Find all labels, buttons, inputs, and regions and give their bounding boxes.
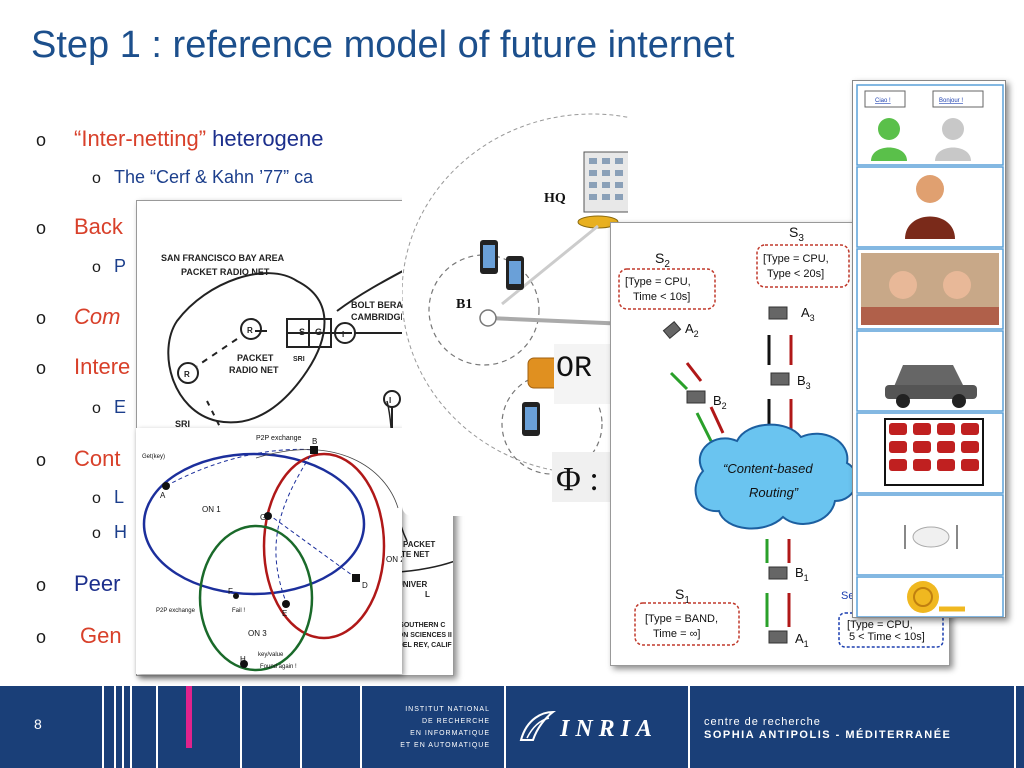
svg-text:Time = ∞]: Time = ∞] [653,628,700,640]
footer-bar [0,686,1024,768]
svg-text:S: S [299,327,305,337]
svg-text:B1: B1 [795,565,809,583]
svg-text:L: L [425,590,430,599]
svg-text:B1: B1 [456,297,472,312]
inria-wordmark: INRIA [560,716,659,742]
svg-text:P2P exchange: P2P exchange [256,435,302,442]
svg-text:Found again !: Found again ! [260,664,297,670]
svg-text:A1: A1 [795,631,809,649]
svg-text:key/value: key/value [258,652,284,658]
svg-text:BOLT BERAN: BOLT BERAN [351,300,409,310]
svg-text:[Type = CPU,: [Type = CPU, [847,619,913,631]
svg-text:I: I [389,396,391,405]
svg-text:A: A [160,491,166,500]
svg-text:CAMBRIDGE: CAMBRIDGE [351,312,407,322]
svg-text:[Type = CPU,: [Type = CPU, [625,276,691,288]
centre-label: centre de recherche [704,716,821,728]
svg-text:S2: S2 [655,250,670,270]
svg-text:G: G [315,327,322,337]
wireless-network-image: HQ B1 OR Φ : [402,104,628,516]
svg-text:A DEL REY, CALIF: A DEL REY, CALIF [391,642,452,649]
svg-text:D: D [362,581,368,590]
svg-text:Time < 10s]: Time < 10s] [633,291,690,303]
inria-logo-icon [519,710,557,741]
svg-text:B3: B3 [797,373,811,391]
svg-text:5 < Time < 10s]: 5 < Time < 10s] [849,631,925,643]
svg-text:PACKET RADIO NET: PACKET RADIO NET [181,267,270,277]
svg-text:Routing”: Routing” [749,485,799,500]
svg-text:ON 3: ON 3 [248,629,267,638]
svg-text:HQ: HQ [544,191,566,206]
svg-text:SAN FRANCISCO BAY AREA: SAN FRANCISCO BAY AREA [161,253,285,263]
svg-text:A2: A2 [685,321,699,339]
svg-text:R: R [247,326,253,335]
svg-text:[Type = CPU,: [Type = CPU, [763,253,829,265]
svg-text:C PACKET: C PACKET [395,540,435,549]
overlay-networks-image: P2P exchange A B D E F G H ON 1 ON 2 ON … [136,428,402,674]
svg-text:Se: Se [841,590,854,602]
svg-text:G: G [260,513,266,522]
svg-text:S1: S1 [675,586,690,606]
svg-text:H: H [240,655,246,664]
svg-text:ATION SCIENCES II: ATION SCIENCES II [387,632,452,639]
svg-text:S3: S3 [789,224,804,244]
svg-text:B2: B2 [713,393,727,411]
svg-text:ON 1: ON 1 [202,505,221,514]
svg-text:Ciao !: Ciao ! [875,98,891,104]
svg-text:A3: A3 [801,305,815,323]
svg-text:Φ :: Φ : [556,461,599,498]
svg-text:[Type = BAND,: [Type = BAND, [645,613,718,625]
footer-accent-bar [186,686,192,748]
svg-text:SRI: SRI [293,356,305,363]
svg-text:E: E [282,609,287,618]
svg-text:OR: OR [556,352,592,386]
icon-strip-image: Ciao ! Bonjour ! [852,80,1006,618]
svg-text:TE NET: TE NET [401,550,430,559]
svg-text:R: R [184,370,190,379]
svg-text:P2P exchange: P2P exchange [156,608,196,614]
svg-text:Fail !: Fail ! [232,608,245,614]
page-number: 8 [34,716,42,732]
svg-text:RADIO NET: RADIO NET [229,365,279,375]
svg-text:SRI: SRI [175,419,190,429]
svg-text:Get(key): Get(key) [142,454,165,460]
svg-text:Y OF SOUTHERN C: Y OF SOUTHERN C [381,622,445,629]
slide-title: Step 1 : reference model of future inter… [31,24,735,66]
bullet-inter-netting: o“Inter-netting” heterogene [36,126,324,151]
centre-name: SOPHIA ANTIPOLIS - MÉDITERRANÉE [704,729,952,741]
svg-text:PACKET: PACKET [237,353,274,363]
svg-text:ON 2: ON 2 [386,555,402,564]
svg-text:“Content-based: “Content-based [723,461,813,476]
svg-text:Bonjour !: Bonjour ! [939,98,963,104]
svg-text:F: F [228,587,233,596]
svg-text:Type < 20s]: Type < 20s] [767,268,824,280]
institute-name: INSTITUT NATIONAL DE RECHERCHE EN INFORM… [400,706,490,749]
svg-text:I: I [342,330,344,339]
svg-text:B: B [312,437,317,446]
svg-text:UNIVER: UNIVER [397,580,427,589]
